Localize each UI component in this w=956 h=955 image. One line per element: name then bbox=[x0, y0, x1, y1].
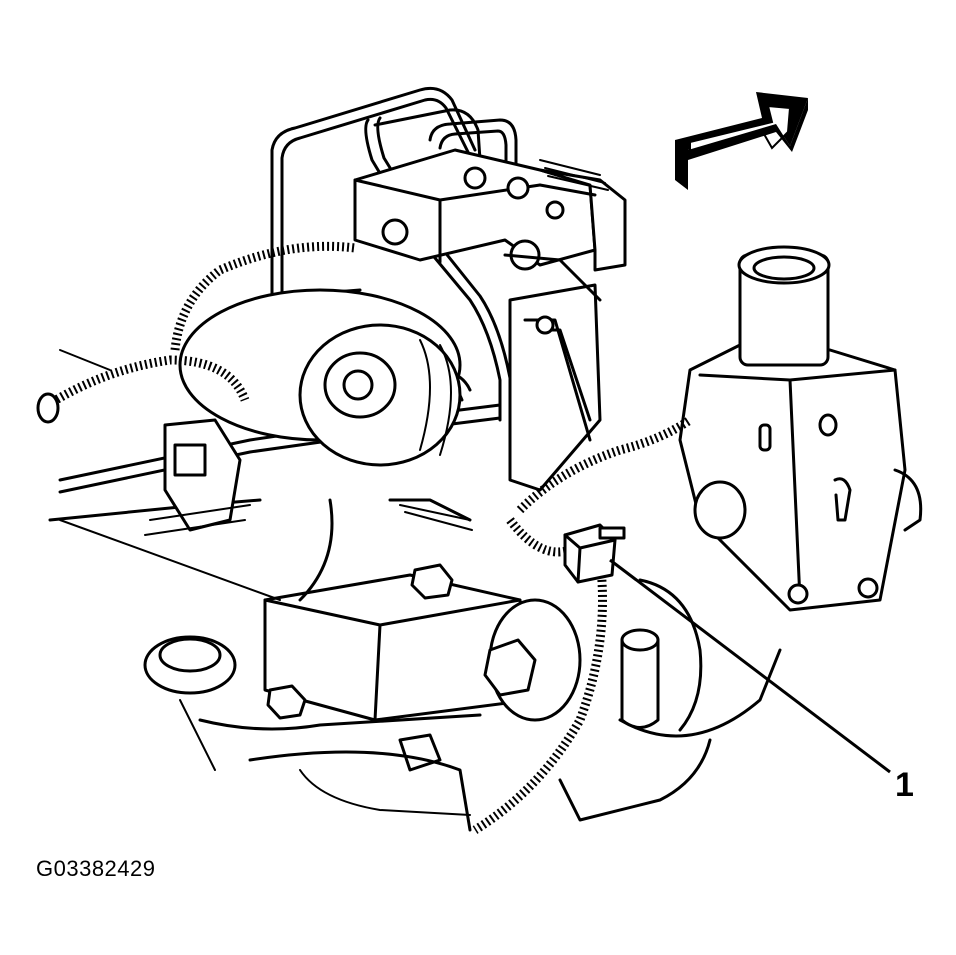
support-bracket bbox=[678, 245, 923, 612]
figure-id: G03382429 bbox=[36, 856, 156, 881]
pump-motor bbox=[178, 288, 462, 467]
mounting-bracket bbox=[503, 253, 602, 492]
frame-crossmember bbox=[143, 498, 660, 729]
harness-connector-left bbox=[36, 392, 251, 536]
sensor-connector bbox=[563, 523, 626, 584]
callout-leader-1 bbox=[609, 558, 891, 774]
callout-label-1: 1 bbox=[895, 766, 914, 804]
lower-structure bbox=[59, 349, 782, 832]
front-arrow-icon bbox=[675, 92, 808, 190]
abs-modulator-block bbox=[353, 148, 627, 272]
